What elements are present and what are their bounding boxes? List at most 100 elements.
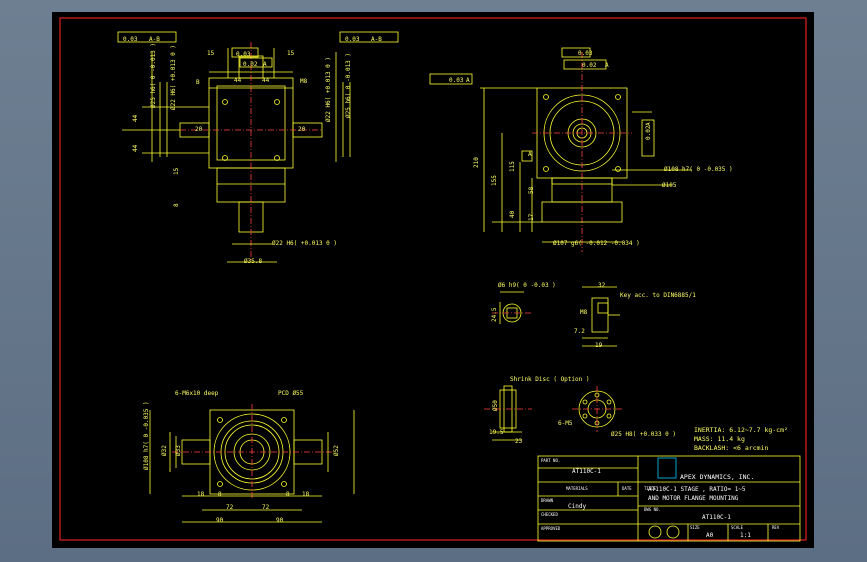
side-perp-ref: A <box>605 62 609 69</box>
dim-m8: M8 <box>300 78 308 85</box>
side-h210: 210 <box>473 157 480 168</box>
side-h155: 155 <box>491 175 498 186</box>
side-h115: 115 <box>509 161 516 172</box>
bottom-w8-right: 8 <box>286 491 290 498</box>
shaft-len72: 7.2 <box>574 328 585 335</box>
tb-drawn-by: Cindy <box>568 503 586 510</box>
perp-top-ref: A <box>263 61 267 68</box>
note-backlash: BACKLASH: <6 arcmin <box>694 444 768 452</box>
tb-title-line1: AT110C-1 STAGE , RATIO= 1~5 <box>648 486 746 493</box>
dim-20-left: 20 <box>195 126 203 133</box>
tb-dwg-no: AT110C-1 <box>702 514 731 521</box>
side-right-ref: A <box>645 122 652 126</box>
side-d107: Ø107 g6( -0.012 -0.034 ) <box>553 240 640 247</box>
side-d108: Ø108 h7( 0 -0.035 ) <box>664 166 733 173</box>
tb-size: A0 <box>706 532 714 539</box>
shaft-key-note: Key acc. to DIN6885/1 <box>620 292 696 299</box>
side-h58: 58 <box>528 186 535 194</box>
shaft-h245: 24.5 <box>491 307 498 322</box>
tb-title-label: TITLE <box>644 486 657 491</box>
shrink-h195: 19.5 <box>489 429 504 436</box>
note-inertia: INERTIA: 6.12~7.7 kg-cm² <box>694 426 788 434</box>
tb-company: APEX DYNAMICS, INC. <box>680 473 754 481</box>
shaft-left-h6: Ø25 h6( 0 -0.013 ) <box>150 43 157 108</box>
tb-part-no-label: PART NO. <box>541 458 560 463</box>
shrink-screws: 6-M5 <box>558 420 573 427</box>
tol-left-ref: A-B <box>149 36 160 43</box>
bottom-d52: Ø52 <box>333 445 340 456</box>
tb-material-label: MATERIALS <box>566 486 588 491</box>
bottom-w18-right: 18 <box>302 491 310 498</box>
tol-left-value: 0.03 <box>123 36 138 43</box>
tb-dwg-label: DWG NO. <box>644 507 661 512</box>
dim-20-right: 20 <box>298 126 306 133</box>
dim-len44-b: 44 <box>132 144 139 152</box>
dim-44-left: 44 <box>234 77 242 84</box>
side-h17: 17 <box>528 213 535 221</box>
title-block <box>537 455 801 542</box>
tb-date-label: DATE <box>622 486 632 491</box>
bottom-w72-right: 72 <box>262 504 270 511</box>
tb-rev-label: REV <box>772 525 780 530</box>
side-right-tol: 0.02 <box>645 125 652 140</box>
dim-h8: 8 <box>173 203 180 207</box>
front-view <box>117 31 399 263</box>
shaft-detail <box>492 286 620 347</box>
dim-len44-a: 44 <box>132 114 139 122</box>
bottom-w90-right: 90 <box>276 517 284 524</box>
dim-44-right: 44 <box>262 77 270 84</box>
tb-part-no: AT110C-1 <box>572 468 601 475</box>
bottom-view <box>149 404 355 523</box>
shrink-title: Shrink Disc ( Option ) <box>510 376 589 383</box>
shaft-len32: 32 <box>598 282 606 289</box>
shaft-len19: 19 <box>595 342 603 349</box>
shaft-left-h7: Ø22 H6( +0.013 0 ) <box>170 45 177 110</box>
shaft-m8: M8 <box>580 309 588 316</box>
bottom-w8-left: 8 <box>218 491 222 498</box>
dim-bore-bottom: Ø22 H6( +0.013 0 ) <box>272 240 337 247</box>
shrink-d50: Ø50 <box>492 400 499 411</box>
bottom-d33: Ø33 <box>175 445 182 456</box>
dim-dia-bottom: Ø35.8 <box>244 258 262 265</box>
tb-scale-label: SCALE <box>731 525 744 530</box>
tb-drawn-label: DRAWN <box>541 498 554 503</box>
side-d105: Ø105 <box>662 182 677 189</box>
bottom-w72-left: 72 <box>226 504 234 511</box>
bottom-holes: 6-M6x10 deep <box>175 390 219 397</box>
dim-j5-left: 15 <box>207 50 215 57</box>
dim-j5-right: 15 <box>287 50 295 57</box>
tb-scale: 1:1 <box>740 532 751 539</box>
datum-a: A <box>528 151 532 158</box>
side-view <box>429 47 692 252</box>
perp-top-value: 0.02 <box>243 61 258 68</box>
side-h40: 40 <box>509 210 516 218</box>
side-perp-value: 0.02 <box>582 62 597 69</box>
cad-drawing: 0.03A-B0.03A-B0.030.02A15154444M8B2020Ø2… <box>59 17 807 542</box>
bottom-d32: Ø32 <box>161 445 168 456</box>
shaft-dia: Ø6 h9( 0 -0.03 ) <box>498 282 556 289</box>
shrink-bore: Ø25 H8( +0.033 0 ) <box>611 431 676 438</box>
shrink-w23: 23 <box>515 438 523 445</box>
side-tol-ref: A <box>466 77 470 84</box>
bottom-d108: Ø108 h7( 0 -0.035 ) <box>143 401 150 470</box>
tol-right-value: 0.03 <box>345 36 360 43</box>
side-tol-value: 0.03 <box>449 77 464 84</box>
shaft-right-h6: Ø25 h6( 0 -0.013 ) <box>345 53 352 118</box>
drawing-border <box>59 17 807 541</box>
datum-b: B <box>196 79 200 86</box>
conc-top: 0.03 <box>236 51 251 58</box>
tb-size-label: SIZE <box>690 525 700 530</box>
tb-approved-label: APPROVED <box>541 526 561 531</box>
shrink-disc-detail <box>484 385 622 441</box>
side-conc-top: 0.03 <box>578 50 593 57</box>
bottom-w90-left: 90 <box>216 517 224 524</box>
bottom-w18-left: 18 <box>197 491 205 498</box>
bottom-pcd: PCD Ø55 <box>278 390 304 397</box>
shaft-right-h7: Ø22 H6( +0.013 0 ) <box>325 57 332 122</box>
dim-h15: 15 <box>173 167 180 175</box>
tb-checked-label: CHECKED <box>541 512 558 517</box>
tb-title-line2: AND MOTOR FLANGE MOUNTING <box>648 495 739 502</box>
note-mass: MASS: 11.4 kg <box>694 435 745 443</box>
tol-right-ref: A-B <box>371 36 382 43</box>
